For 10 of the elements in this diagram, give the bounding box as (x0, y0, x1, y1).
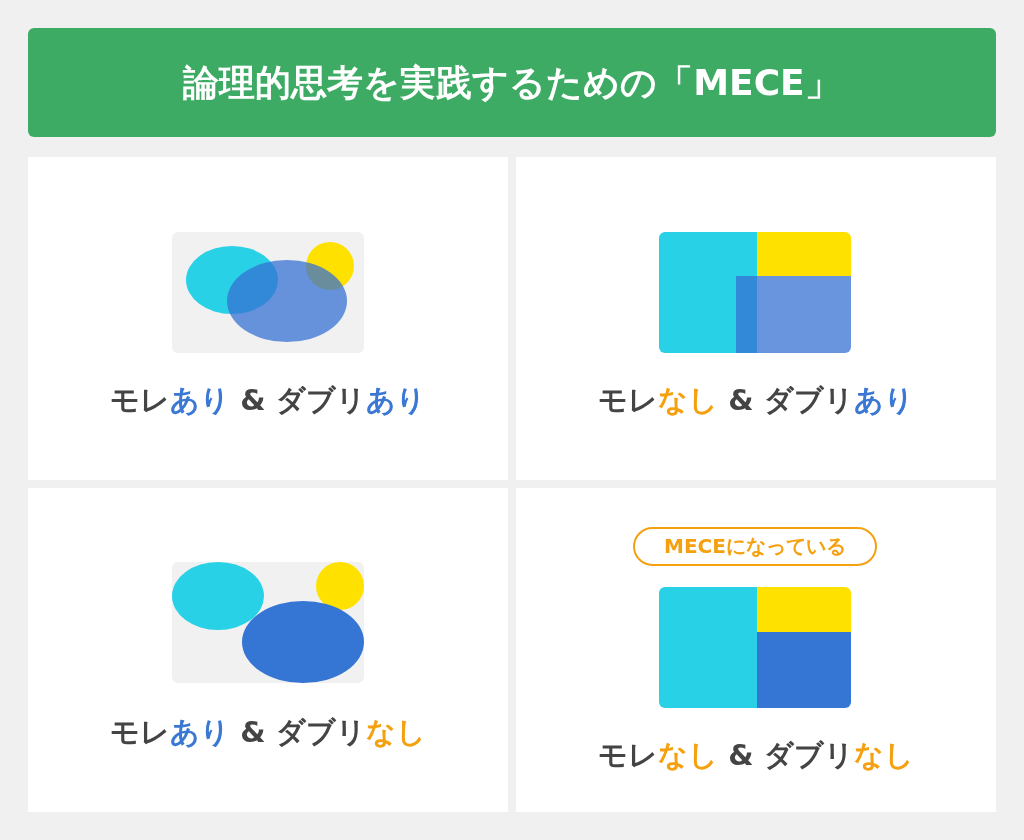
panel-label: モレあり & ダブリなし (109, 714, 427, 750)
panel-label: モレなし & ダブリあり (597, 382, 915, 418)
title-banner: 論理的思考を実践するための「MECE」 (28, 28, 996, 137)
panel-card (516, 157, 996, 480)
panel-label: モレなし & ダブリなし (597, 737, 915, 773)
panel-card (28, 488, 508, 812)
panel-card (28, 157, 508, 480)
panel-label: モレあり & ダブリあり (109, 382, 427, 418)
panel-card (516, 488, 996, 812)
badge: MECEになっている (633, 527, 877, 566)
